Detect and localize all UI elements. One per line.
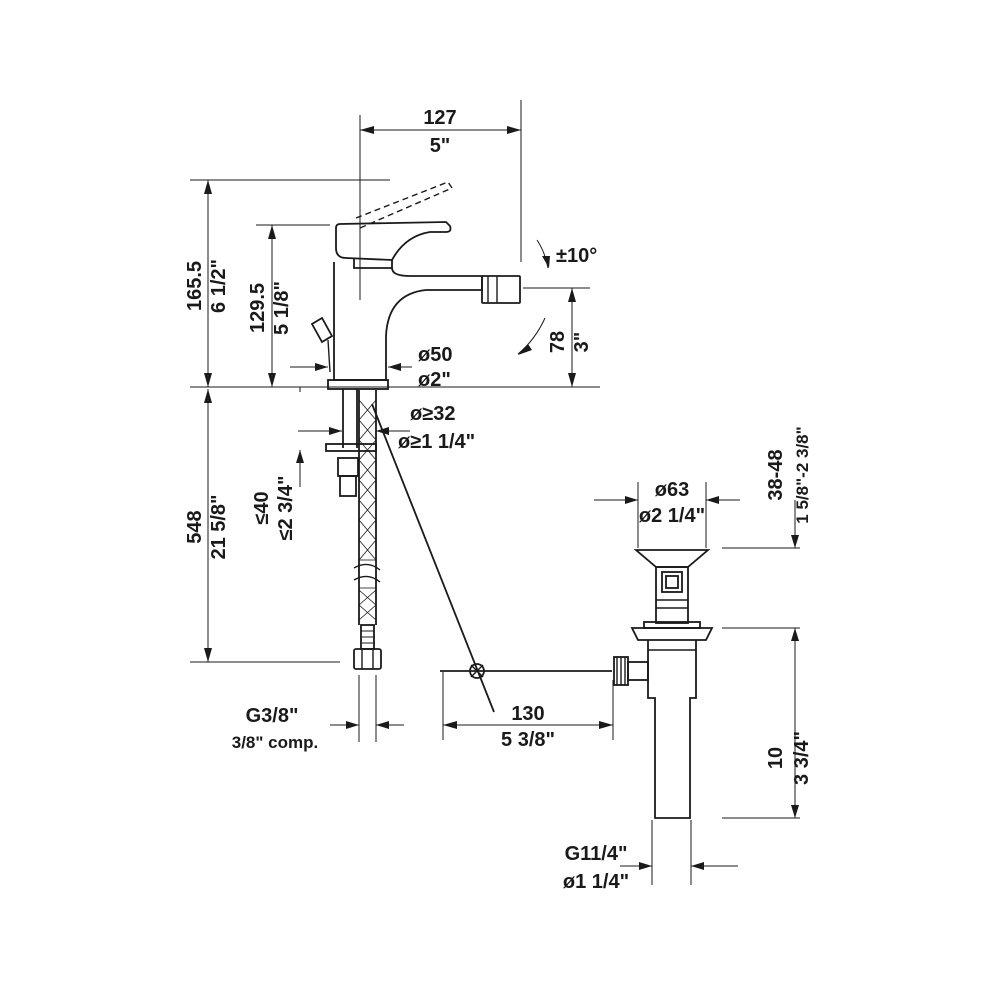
dimension-lines bbox=[204, 126, 799, 870]
faucet-body bbox=[310, 181, 521, 497]
dim-dia-2in: ø2" bbox=[418, 369, 451, 391]
dim-dia-50: ø50 bbox=[418, 344, 452, 366]
dim-le-40: ≤40 bbox=[251, 491, 273, 524]
dim-130: 130 bbox=[511, 703, 544, 725]
dim-5-1-8: 5 1/8" bbox=[271, 281, 293, 335]
dim-dia-32: ø≥32 bbox=[410, 403, 455, 425]
dim-3-8-comp: 3/8" comp. bbox=[232, 733, 318, 752]
dim-21-5-8: 21 5/8" bbox=[208, 494, 230, 559]
dim-78: 78 bbox=[547, 331, 569, 353]
drain-waste bbox=[613, 549, 714, 819]
dim-5-3-8: 5 3/8" bbox=[501, 729, 555, 751]
dim-548: 548 bbox=[184, 510, 206, 543]
extension-lines bbox=[190, 100, 800, 885]
dim-10: 10 bbox=[765, 747, 787, 769]
dim-dia-63: ø63 bbox=[655, 479, 689, 501]
dim-6-1-2: 6 1/2" bbox=[208, 259, 230, 313]
dim-5in: 5" bbox=[430, 135, 451, 157]
dim-g-1-1-4: G11/4" bbox=[565, 843, 628, 865]
dim-dia-1-1-4-b: ø1 1/4" bbox=[563, 871, 629, 893]
dimension-labels: 127 5" 165.5 6 1/2" 129.5 5 1/8" ±10° 78… bbox=[184, 107, 813, 893]
dim-38-48: 38-48 bbox=[765, 449, 787, 500]
dim-129-5: 129.5 bbox=[247, 283, 269, 333]
supply-hose bbox=[353, 390, 382, 670]
dim-1-5-8-2-3-8: 1 5/8"-2 3/8" bbox=[793, 426, 812, 523]
dim-g-3-8: G3/8" bbox=[246, 705, 299, 727]
dim-165-5: 165.5 bbox=[184, 261, 206, 311]
dim-dia-2-1-4: ø2 1/4" bbox=[639, 505, 705, 527]
dim-127: 127 bbox=[423, 107, 456, 129]
dim-dia-1-1-4: ø≥1 1/4" bbox=[398, 431, 475, 453]
dim-3-3-4: 3 3/4" bbox=[791, 731, 813, 785]
dim-angle: ±10° bbox=[556, 245, 597, 267]
popup-rod bbox=[371, 403, 612, 713]
dim-3in: 3" bbox=[571, 332, 593, 353]
dim-le-2-3-4: ≤2 3/4" bbox=[275, 476, 297, 541]
